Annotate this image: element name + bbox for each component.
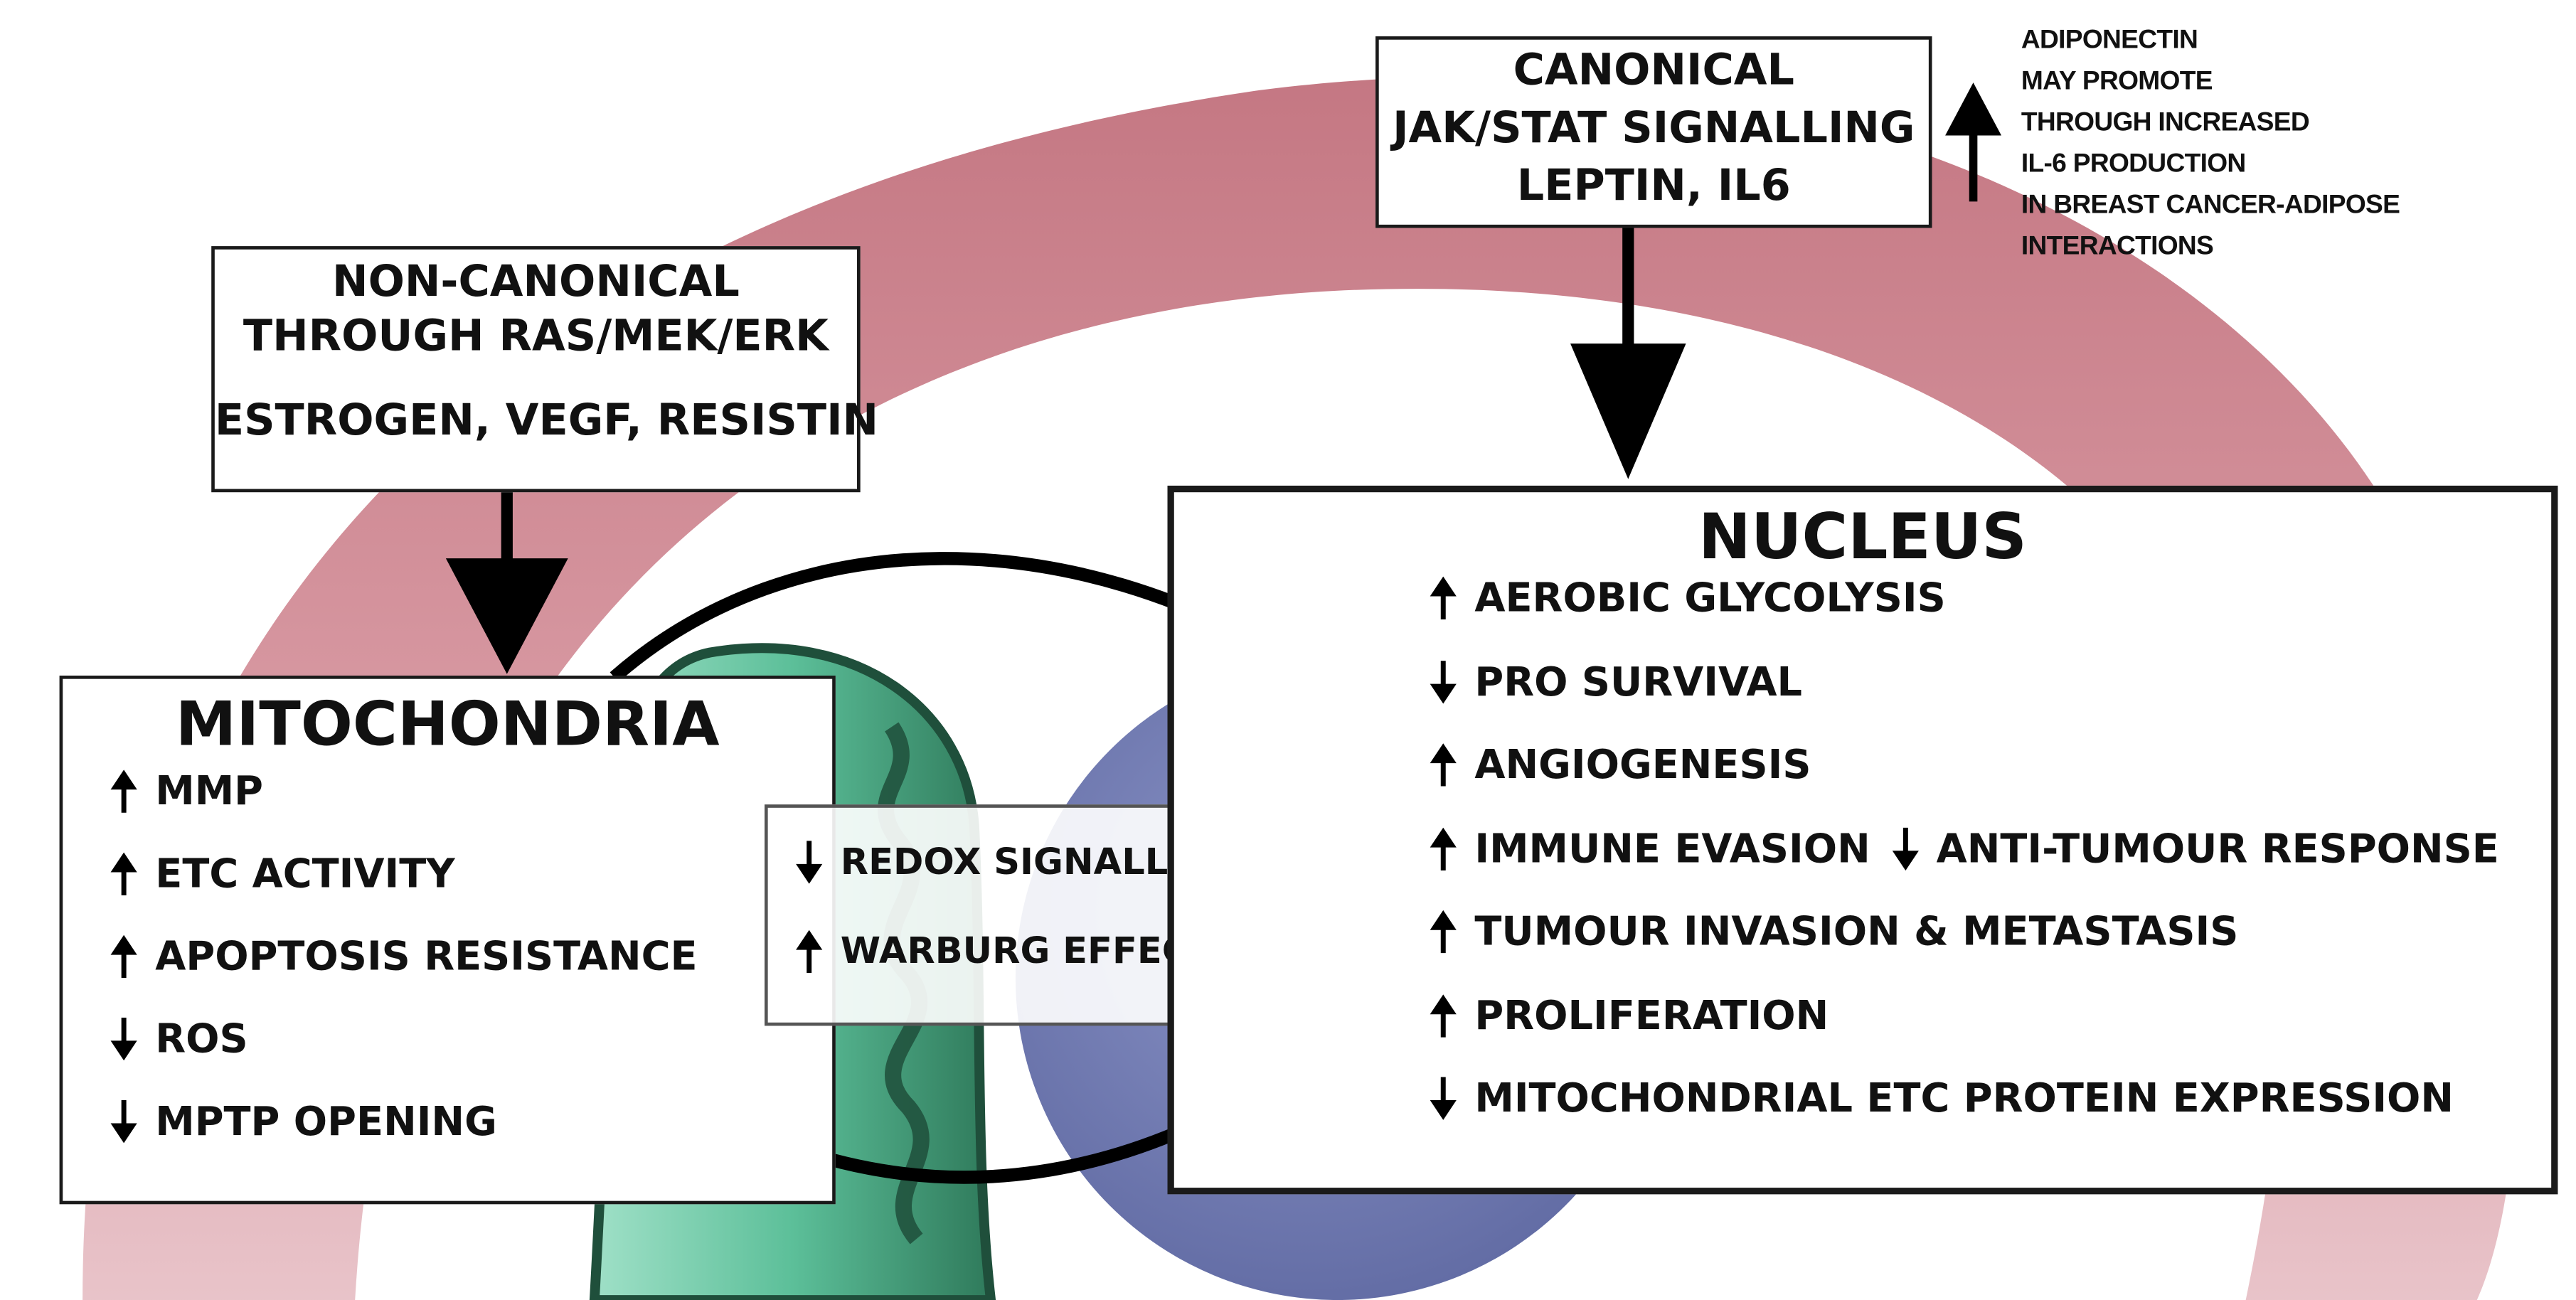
up-arrow-icon — [1425, 910, 1462, 954]
nucleus-item-label-secondary: ANTI-TUMOUR RESPONSE — [1936, 825, 2499, 872]
mitochondria-item: ROS — [106, 1016, 248, 1062]
non-canonical-box: NON-CANONICAL THROUGH RAS/MEK/ERK ESTROG… — [211, 246, 879, 493]
up-arrow-icon — [1425, 826, 1462, 870]
mitochondria-item-label: ETC ACTIVITY — [155, 851, 455, 897]
redox-warburg-item-label: WARBURG EFFECT — [840, 930, 1214, 972]
redox-warburg-item: WARBURG EFFECT — [791, 929, 1214, 974]
down-arrow-icon — [1425, 1077, 1462, 1120]
nucleus-item-label: MITOCHONDRIAL ETC PROTEIN EXPRESSION — [1474, 1075, 2454, 1122]
down-arrow-icon — [106, 1099, 142, 1144]
nucleus-item-label: PROLIFERATION — [1474, 991, 1829, 1038]
arrow-canonical-to-nucleus — [1570, 226, 1686, 479]
up-arrow-icon — [1425, 993, 1462, 1037]
non-canonical-line-3: ESTROGEN, VEGF, RESISTIN — [214, 396, 879, 447]
down-arrow-icon — [106, 1017, 142, 1061]
mitochondria-item: MPTP OPENING — [106, 1099, 497, 1145]
nucleus-item: PROLIFERATION — [1425, 992, 1829, 1038]
nucleus-item-label: TUMOUR INVASION & METASTASIS — [1474, 908, 2239, 955]
nucleus-item: IMMUNE EVASION ANTI-TUMOUR RESPONSE — [1425, 825, 2499, 871]
arrow-noncanonical-to-mito — [445, 490, 568, 674]
nucleus-item: PRO SURVIVAL — [1425, 659, 1802, 705]
up-arrow-icon — [1425, 743, 1462, 787]
nucleus-item-label: ANGIOGENESIS — [1474, 741, 1811, 788]
down-arrow-icon — [791, 841, 827, 884]
nucleus-title: NUCLEUS — [1698, 500, 2027, 574]
mitochondria-item-label: MPTP OPENING — [155, 1098, 497, 1145]
up-arrow-icon — [106, 934, 142, 979]
adiponectin-note: ADIPONECTIN MAY PROMOTE THROUGH INCREASE… — [2021, 20, 2400, 267]
nucleus-item: AEROBIC GLYCOLYSIS — [1425, 575, 1946, 621]
adiponectin-line-5: IN BREAST CANCER-ADIPOSE — [2021, 191, 2400, 220]
canonical-box: CANONICAL JAK/STAT SIGNALLING LEPTIN, IL… — [1375, 36, 1932, 228]
mitochondria-item: MMP — [106, 768, 263, 814]
mitochondria-title: MITOCHONDRIA — [175, 688, 720, 760]
mitochondria-item-label: ROS — [155, 1016, 248, 1062]
up-arrow-icon — [106, 852, 142, 895]
mitochondria-item: APOPTOSIS RESISTANCE — [106, 933, 698, 979]
adiponectin-line-4: IL-6 PRODUCTION — [2021, 150, 2246, 179]
nucleus-box: NUCLEUS AEROBIC GLYCOLYSIS PRO SURVIVAL AN… — [1167, 485, 2558, 1195]
mitochondria-item: ETC ACTIVITY — [106, 851, 455, 897]
canonical-line-2: JAK/STAT SIGNALLING — [1393, 104, 1915, 154]
nucleus-item: ANGIOGENESIS — [1425, 742, 1811, 788]
adiponectin-up-arrow — [1945, 82, 2002, 202]
up-arrow-icon — [106, 769, 142, 813]
nucleus-item: MITOCHONDRIAL ETC PROTEIN EXPRESSION — [1425, 1075, 2454, 1121]
nucleus-item: TUMOUR INVASION & METASTASIS — [1425, 908, 2239, 955]
canonical-line-3: LEPTIN, IL6 — [1516, 161, 1791, 212]
up-arrow-icon — [1425, 576, 1462, 620]
down-arrow-icon — [1887, 826, 1923, 870]
non-canonical-line-1: NON-CANONICAL — [332, 257, 740, 308]
up-arrow-icon — [791, 929, 827, 974]
adiponectin-line-2: MAY PROMOTE — [2021, 68, 2213, 96]
nucleus-item-label: AEROBIC GLYCOLYSIS — [1474, 575, 1946, 622]
non-canonical-line-2: THROUGH RAS/MEK/ERK — [243, 312, 829, 362]
adiponectin-line-3: THROUGH INCREASED — [2021, 109, 2310, 137]
adiponectin-line-1: ADIPONECTIN — [2021, 26, 2198, 55]
adiponectin-line-6: INTERACTIONS — [2021, 233, 2214, 262]
mitochondria-box: MITOCHONDRIA MMP ETC ACTIVITY APOPTOSIS RE… — [59, 676, 836, 1205]
canonical-line-1: CANONICAL — [1513, 46, 1794, 96]
nucleus-item-label: IMMUNE EVASION — [1474, 825, 1870, 872]
mitochondria-item-label: APOPTOSIS RESISTANCE — [155, 933, 698, 980]
mitochondria-item-label: MMP — [155, 768, 264, 815]
nucleus-item-label: PRO SURVIVAL — [1474, 658, 1803, 705]
down-arrow-icon — [1425, 659, 1462, 703]
